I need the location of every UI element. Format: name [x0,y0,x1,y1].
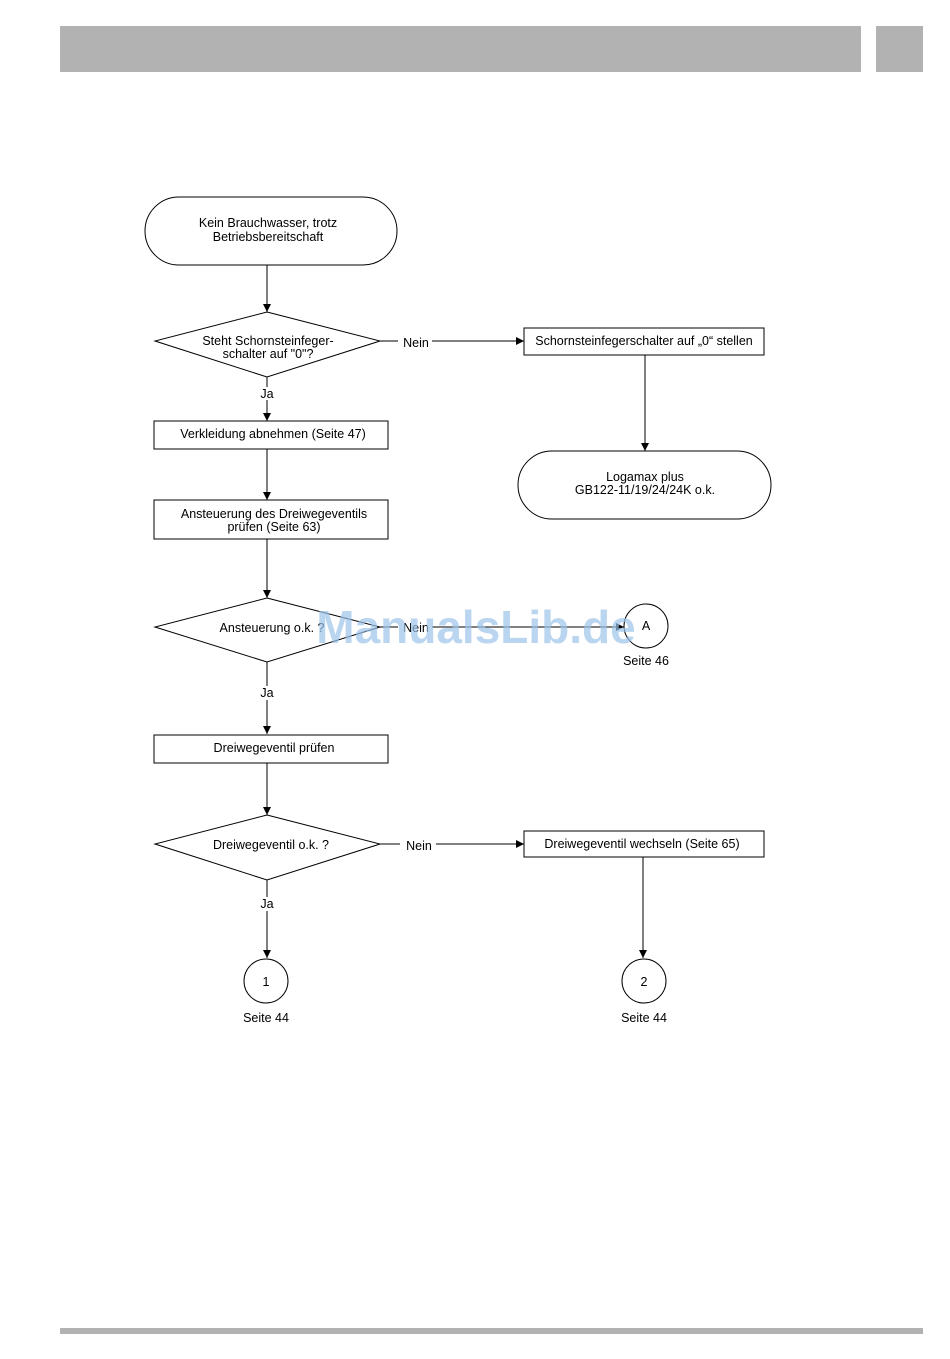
decision-control-ok: Ansteuerung o.k. ? [153,597,382,663]
connector-lines [263,265,649,958]
label-yes-3: Ja [260,897,273,911]
connector-a: A [623,603,669,649]
decision-chimney-switch-line2: schalter auf "0"? [223,347,314,361]
header-bar [60,26,861,72]
connector-2-page: Seite 44 [621,1011,667,1025]
connector-a-page: Seite 46 [623,654,669,668]
process-check-valve-text: Dreiwegeventil prüfen [214,741,335,755]
start-text-line2: Betriebsbereitschaft [213,230,324,244]
decision-valve-ok: Dreiwegeventil o.k. ? [153,814,382,881]
process-set-switch-text: Schornsteinfegerschalter auf „0“ stellen [535,334,753,348]
start-terminator: Kein Brauchwasser, trotz Betriebsbereits… [144,196,398,266]
label-no-3: Nein [406,839,432,853]
process-check-valve: Dreiwegeventil prüfen [153,734,389,764]
connector-1-label: 1 [263,975,270,989]
process-replace-valve: Dreiwegeventil wechseln (Seite 65) [523,830,765,858]
label-yes-1: Ja [260,387,273,401]
decision-valve-ok-text: Dreiwegeventil o.k. ? [213,838,329,852]
end-ok-line2: GB122-11/19/24/24K o.k. [575,483,715,497]
connector-1: 1 [243,958,289,1004]
process-replace-valve-text: Dreiwegeventil wechseln (Seite 65) [544,837,739,851]
end-terminator-ok: Logamax plus GB122-11/19/24/24K o.k. [517,450,772,520]
label-yes-2: Ja [260,686,273,700]
watermark: ManualsLib.de [316,601,635,653]
process-remove-cover-text: Verkleidung abnehmen (Seite 47) [180,427,366,441]
decision-control-ok-text: Ansteuerung o.k. ? [220,621,325,635]
process-check-control-line1: Ansteuerung des Dreiwegeventils [181,507,367,521]
process-set-switch: Schornsteinfegerschalter auf „0“ stellen [523,327,765,356]
decision-chimney-switch-line1: Steht Schornsteinfeger- [202,334,333,348]
decision-chimney-switch: Steht Schornsteinfeger- schalter auf "0"… [153,311,382,378]
start-text-line1: Kein Brauchwasser, trotz [199,216,337,230]
process-remove-cover: Verkleidung abnehmen (Seite 47) [153,420,389,450]
connector-1-page: Seite 44 [243,1011,289,1025]
process-check-control-line2: prüfen (Seite 63) [227,520,320,534]
connector-2-label: 2 [641,975,648,989]
header-page-tab [876,26,923,72]
label-no-1: Nein [403,336,429,350]
process-check-control: Ansteuerung des Dreiwegeventils prüfen (… [153,499,389,540]
connector-2: 2 [621,958,667,1004]
connector-a-label: A [642,619,651,633]
label-no-2: Nein [403,621,429,635]
end-ok-line1: Logamax plus [606,470,684,484]
footer-rule [60,1328,923,1334]
